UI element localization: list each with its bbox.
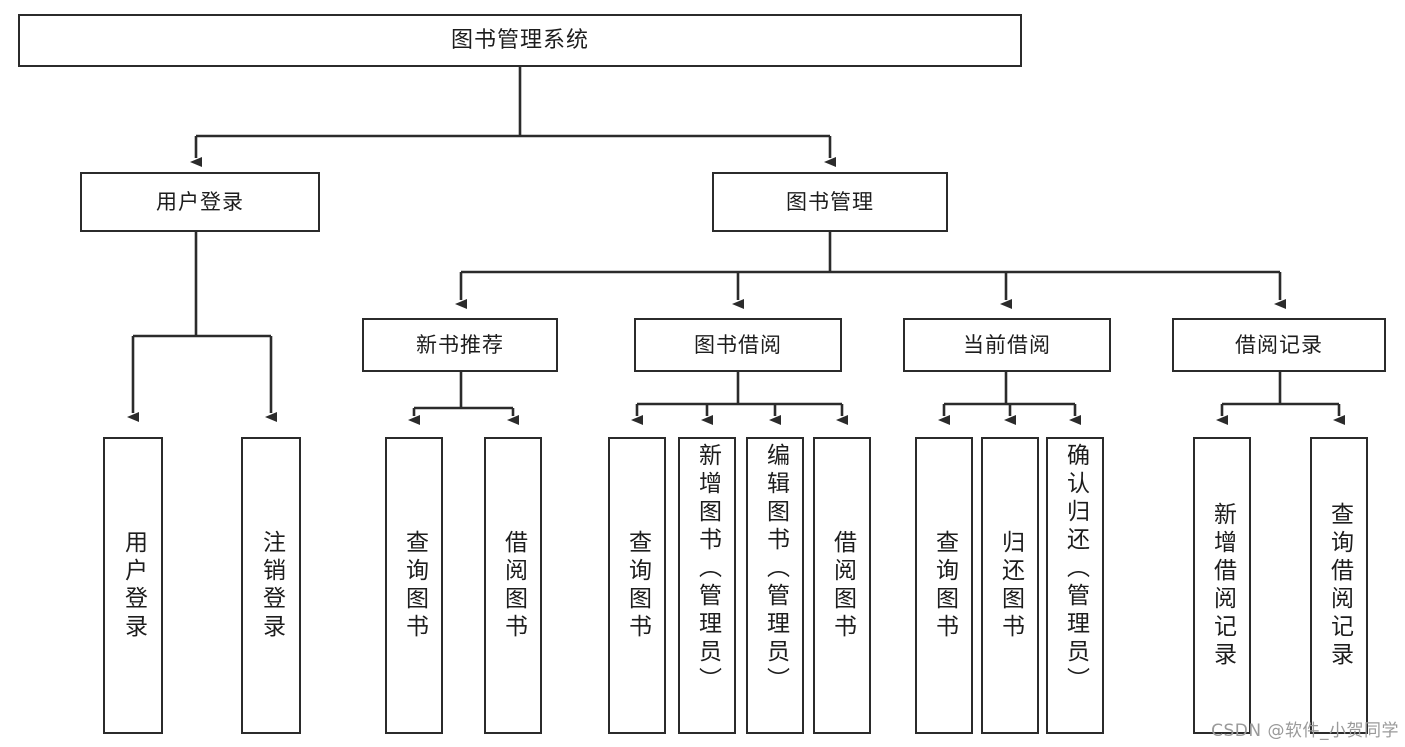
node-leaf-edit-book-label: 编辑图书（管理员） bbox=[762, 443, 789, 695]
csdn-watermark: CSDN @软件_小贺同学 bbox=[1211, 721, 1399, 741]
node-new-book-rec-label: 新书推荐 bbox=[416, 332, 504, 357]
node-leaf-user-login-label: 用户登录 bbox=[120, 529, 147, 642]
node-leaf-return-book[interactable]: 归还图书 bbox=[981, 437, 1039, 734]
node-leaf-return-book-label: 归还图书 bbox=[997, 529, 1024, 642]
node-leaf-query-book-3[interactable]: 查询图书 bbox=[915, 437, 973, 734]
node-user-login[interactable]: 用户登录 bbox=[80, 172, 320, 232]
node-leaf-borrow-book-1[interactable]: 借阅图书 bbox=[484, 437, 542, 734]
node-leaf-user-logout[interactable]: 注销登录 bbox=[241, 437, 301, 734]
node-current-borrow-label: 当前借阅 bbox=[963, 332, 1051, 357]
node-leaf-add-record-label: 新增借阅记录 bbox=[1209, 501, 1236, 670]
node-leaf-query-book-2[interactable]: 查询图书 bbox=[608, 437, 666, 734]
node-borrow-record[interactable]: 借阅记录 bbox=[1172, 318, 1386, 372]
node-book-borrow-label: 图书借阅 bbox=[694, 332, 782, 357]
node-leaf-borrow-book-1-label: 借阅图书 bbox=[500, 529, 527, 642]
node-current-borrow[interactable]: 当前借阅 bbox=[903, 318, 1111, 372]
node-leaf-confirm-return[interactable]: 确认归还（管理员） bbox=[1046, 437, 1104, 734]
node-leaf-query-book-1[interactable]: 查询图书 bbox=[385, 437, 443, 734]
node-leaf-add-book[interactable]: 新增图书（管理员） bbox=[678, 437, 736, 734]
node-leaf-user-login[interactable]: 用户登录 bbox=[103, 437, 163, 734]
node-leaf-query-book-3-label: 查询图书 bbox=[931, 529, 958, 642]
node-leaf-query-book-2-label: 查询图书 bbox=[624, 529, 651, 642]
node-new-book-rec[interactable]: 新书推荐 bbox=[362, 318, 558, 372]
node-leaf-user-logout-label: 注销登录 bbox=[258, 529, 285, 642]
node-leaf-query-record[interactable]: 查询借阅记录 bbox=[1310, 437, 1368, 734]
node-book-manage-label: 图书管理 bbox=[786, 189, 874, 214]
node-leaf-query-record-label: 查询借阅记录 bbox=[1326, 501, 1353, 670]
node-book-borrow[interactable]: 图书借阅 bbox=[634, 318, 842, 372]
node-leaf-edit-book[interactable]: 编辑图书（管理员） bbox=[746, 437, 804, 734]
node-leaf-borrow-book-2[interactable]: 借阅图书 bbox=[813, 437, 871, 734]
node-root[interactable]: 图书管理系统 bbox=[18, 14, 1022, 67]
node-root-label: 图书管理系统 bbox=[450, 27, 589, 53]
node-user-login-label: 用户登录 bbox=[156, 189, 244, 214]
node-leaf-add-record[interactable]: 新增借阅记录 bbox=[1193, 437, 1251, 734]
node-book-manage[interactable]: 图书管理 bbox=[712, 172, 948, 232]
node-leaf-add-book-label: 新增图书（管理员） bbox=[694, 443, 721, 695]
node-leaf-query-book-1-label: 查询图书 bbox=[401, 529, 428, 642]
node-leaf-confirm-return-label: 确认归还（管理员） bbox=[1062, 443, 1089, 695]
node-borrow-record-label: 借阅记录 bbox=[1235, 332, 1323, 357]
node-leaf-borrow-book-2-label: 借阅图书 bbox=[829, 529, 856, 642]
